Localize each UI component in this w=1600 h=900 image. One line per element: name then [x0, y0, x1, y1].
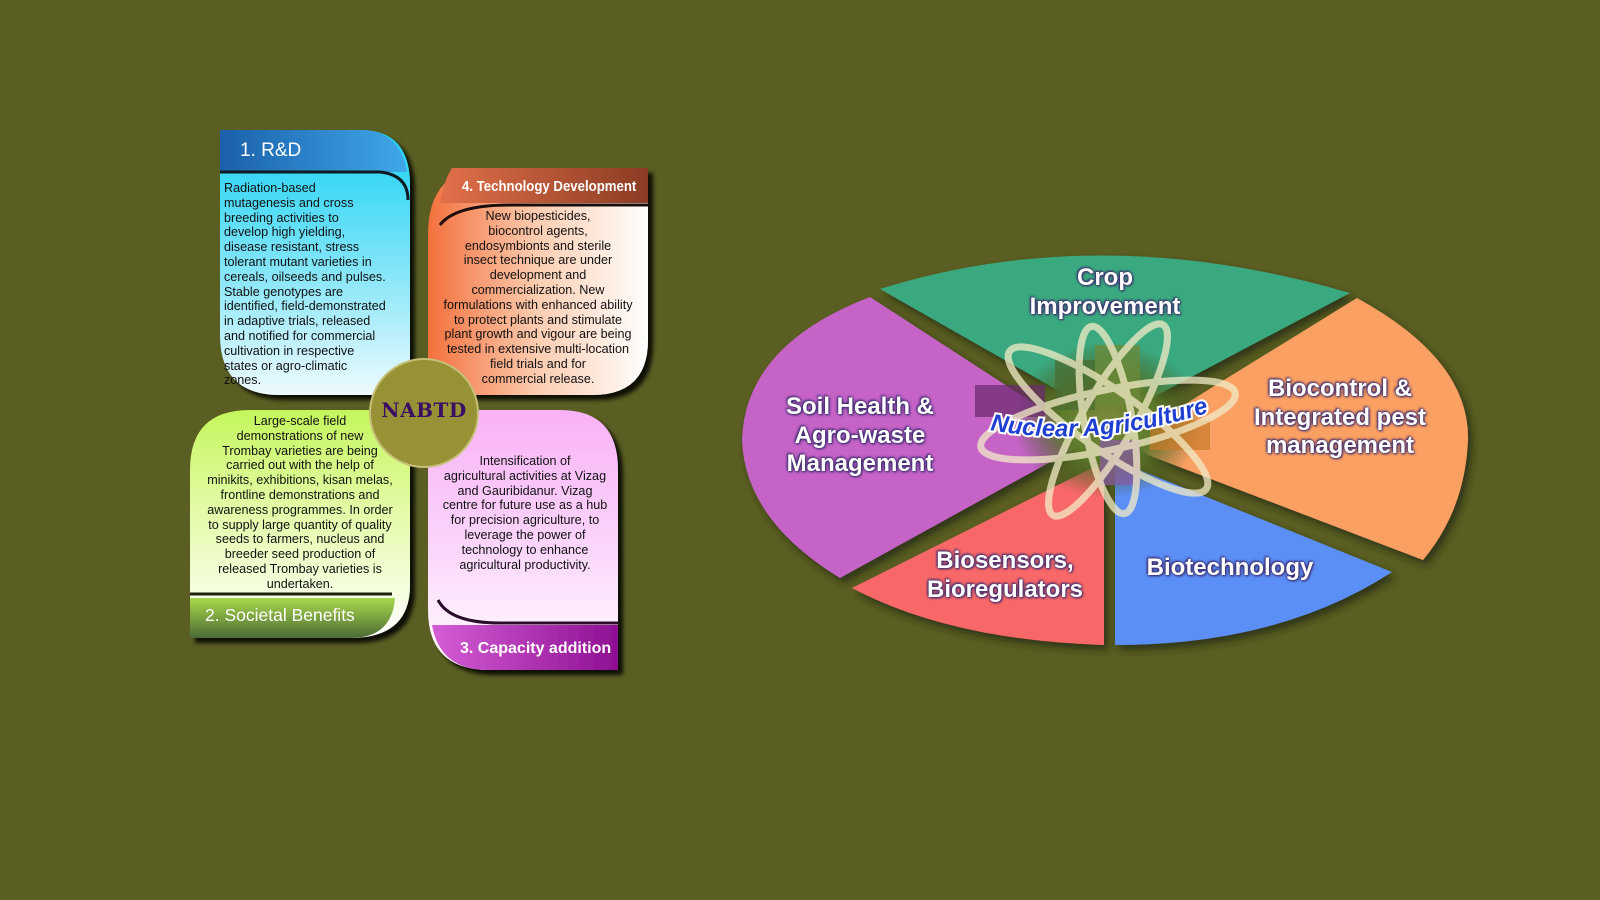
- segment-biotechnology: [1115, 460, 1392, 645]
- petal-title-capacity-addition: 3. Capacity addition: [460, 640, 612, 657]
- segment-label-biocontrol: Biocontrol & Integrated pest management: [1253, 375, 1427, 459]
- petal-text-societal-benefits: Large-scale field demonstrations of new …: [207, 414, 393, 591]
- segment-crop-improvement: [880, 255, 1350, 420]
- petal-title-rnd: 1. R&D: [240, 140, 302, 161]
- wheel: [742, 255, 1469, 645]
- segment-label-biotechnology: Biotechnology: [1146, 554, 1314, 581]
- petal-technology-development: [428, 168, 648, 395]
- segment-label-biosensors: Biosensors, Bioregulators: [926, 547, 1084, 603]
- nuclear-agriculture-emblem: [975, 320, 1239, 520]
- segment-label-soil-health: Soil Health & Agro-waste Management: [785, 393, 935, 477]
- petal-title-societal-benefits: 2. Societal Benefits: [205, 605, 355, 625]
- petal-societal-benefits: [190, 410, 410, 638]
- petal-rnd: [220, 130, 410, 395]
- petal-text-capacity-addition: Intensification of agricultural activiti…: [442, 454, 608, 572]
- petal-title-technology-development: 4. Technology Development: [462, 178, 637, 195]
- segment-label-crop-improvement: Crop Improvement: [1029, 264, 1181, 320]
- petal-text-technology-development: New biopesticides, biocontrol agents, en…: [443, 209, 633, 386]
- segment-biocontrol: [1130, 298, 1469, 560]
- segment-soil-health: [742, 297, 1090, 578]
- petal-capacity-addition: [428, 410, 618, 670]
- center-label-nabtd: NABTD: [381, 398, 467, 422]
- center-disc: [369, 358, 479, 468]
- petal-text-rnd: Radiation-based mutagenesis and cross br…: [224, 181, 386, 388]
- segment-biosensors: [852, 462, 1104, 645]
